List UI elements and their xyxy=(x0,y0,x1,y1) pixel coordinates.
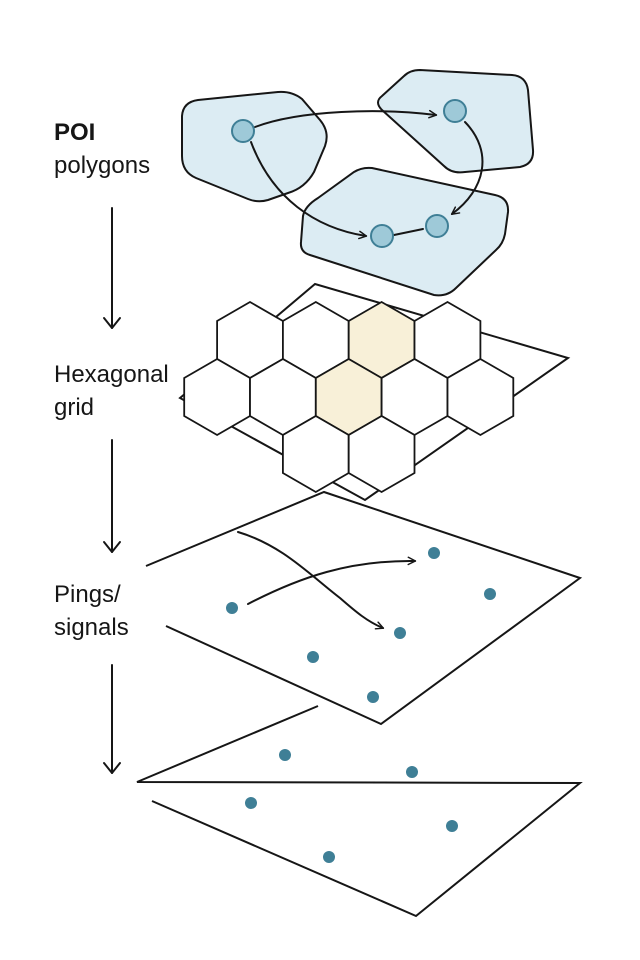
ping-dots xyxy=(226,547,496,703)
poi-flow-arrow xyxy=(254,109,438,128)
base-layer xyxy=(136,705,583,918)
poi-flow-arrow xyxy=(393,228,424,236)
poi-node xyxy=(443,99,467,123)
base-dot xyxy=(406,766,418,778)
ping-dot xyxy=(367,691,379,703)
base-dots xyxy=(245,749,458,863)
base-dot xyxy=(323,851,335,863)
flow-arrows xyxy=(103,207,121,774)
poi-node xyxy=(231,119,255,143)
poi-flow-arrows xyxy=(250,109,484,240)
base-dot xyxy=(279,749,291,761)
layer-label-line: POI xyxy=(54,119,96,146)
layer-label-line: signals xyxy=(54,614,129,641)
layer-label-poi: POI polygons xyxy=(54,116,150,182)
poi-polygon xyxy=(299,166,510,297)
poi-flow-arrow xyxy=(250,141,368,240)
poi-node xyxy=(425,214,449,238)
layer-label-line: Pings/ xyxy=(54,581,121,608)
ping-dot xyxy=(226,602,238,614)
ping-dot xyxy=(307,651,319,663)
flow-arrow-1 xyxy=(103,207,121,329)
ping-dot xyxy=(484,588,496,600)
layer-label-hex: Hexagonal grid xyxy=(54,358,169,424)
hex-cells xyxy=(183,300,515,494)
flow-arrow-2 xyxy=(103,439,121,553)
poi-nodes xyxy=(231,99,467,248)
poi-flow-arrow xyxy=(450,121,484,215)
layer-label-line: polygons xyxy=(54,152,151,179)
hex-cell xyxy=(347,414,416,494)
ping-dot xyxy=(428,547,440,559)
poi-polygons-layer xyxy=(181,68,535,297)
ping-flow-arrow xyxy=(237,531,385,630)
flow-arrow-3 xyxy=(103,664,121,774)
hexagonal-grid-layer xyxy=(178,282,571,502)
ping-flow-arrow xyxy=(247,556,417,605)
pings-plane xyxy=(145,490,583,726)
ping-dot xyxy=(394,627,406,639)
layer-label-line: Hexagonal xyxy=(54,361,169,388)
hex-cell xyxy=(446,357,515,437)
layer-label-pings: Pings/ signals xyxy=(54,578,129,644)
layer-label-line: grid xyxy=(54,394,95,421)
base-dot xyxy=(446,820,458,832)
poi-polygon xyxy=(181,90,328,203)
ping-flow-arrows xyxy=(237,531,417,630)
pings-signals-layer xyxy=(145,490,583,726)
poi-node xyxy=(370,224,394,248)
base-dot xyxy=(245,797,257,809)
base-plane xyxy=(136,705,583,918)
